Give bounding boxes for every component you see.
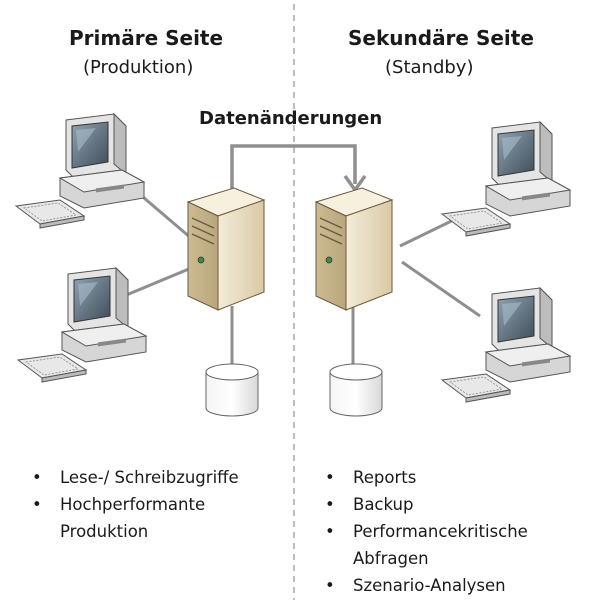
workstation-icon xyxy=(15,113,145,229)
list-item: Reports xyxy=(325,464,528,491)
primary-site-title: Primäre Seite xyxy=(69,26,224,50)
primary-database-icon xyxy=(205,363,259,417)
link-pc2-primary xyxy=(123,264,197,298)
secondary-site-title: Sekundäre Seite xyxy=(348,26,534,50)
data-changes-label: Datenänderungen xyxy=(199,108,383,129)
workstation-icon xyxy=(441,287,571,403)
link-secondary-pc2 xyxy=(401,260,481,318)
connection-lines xyxy=(123,184,481,366)
list-item: Backup xyxy=(325,491,528,518)
secondary-feature-list: Reports Backup PerformancekritischeAbfra… xyxy=(325,464,528,599)
standby-database-icon xyxy=(329,363,383,417)
standby-server-icon xyxy=(315,187,393,311)
primary-feature-list: Lese-/ Schreibzugriffe HochperformantePr… xyxy=(32,464,239,545)
primary-site-subtitle: (Produktion) xyxy=(83,57,194,78)
workstation-icon xyxy=(17,267,147,383)
data-change-arrow xyxy=(230,144,357,198)
list-item: Szenario-Analysen xyxy=(325,572,528,599)
list-item: Lese-/ Schreibzugriffe xyxy=(32,464,239,491)
workstation-icon xyxy=(441,121,571,237)
secondary-site-subtitle: (Standby) xyxy=(385,57,474,78)
primary-server-icon xyxy=(187,187,265,311)
